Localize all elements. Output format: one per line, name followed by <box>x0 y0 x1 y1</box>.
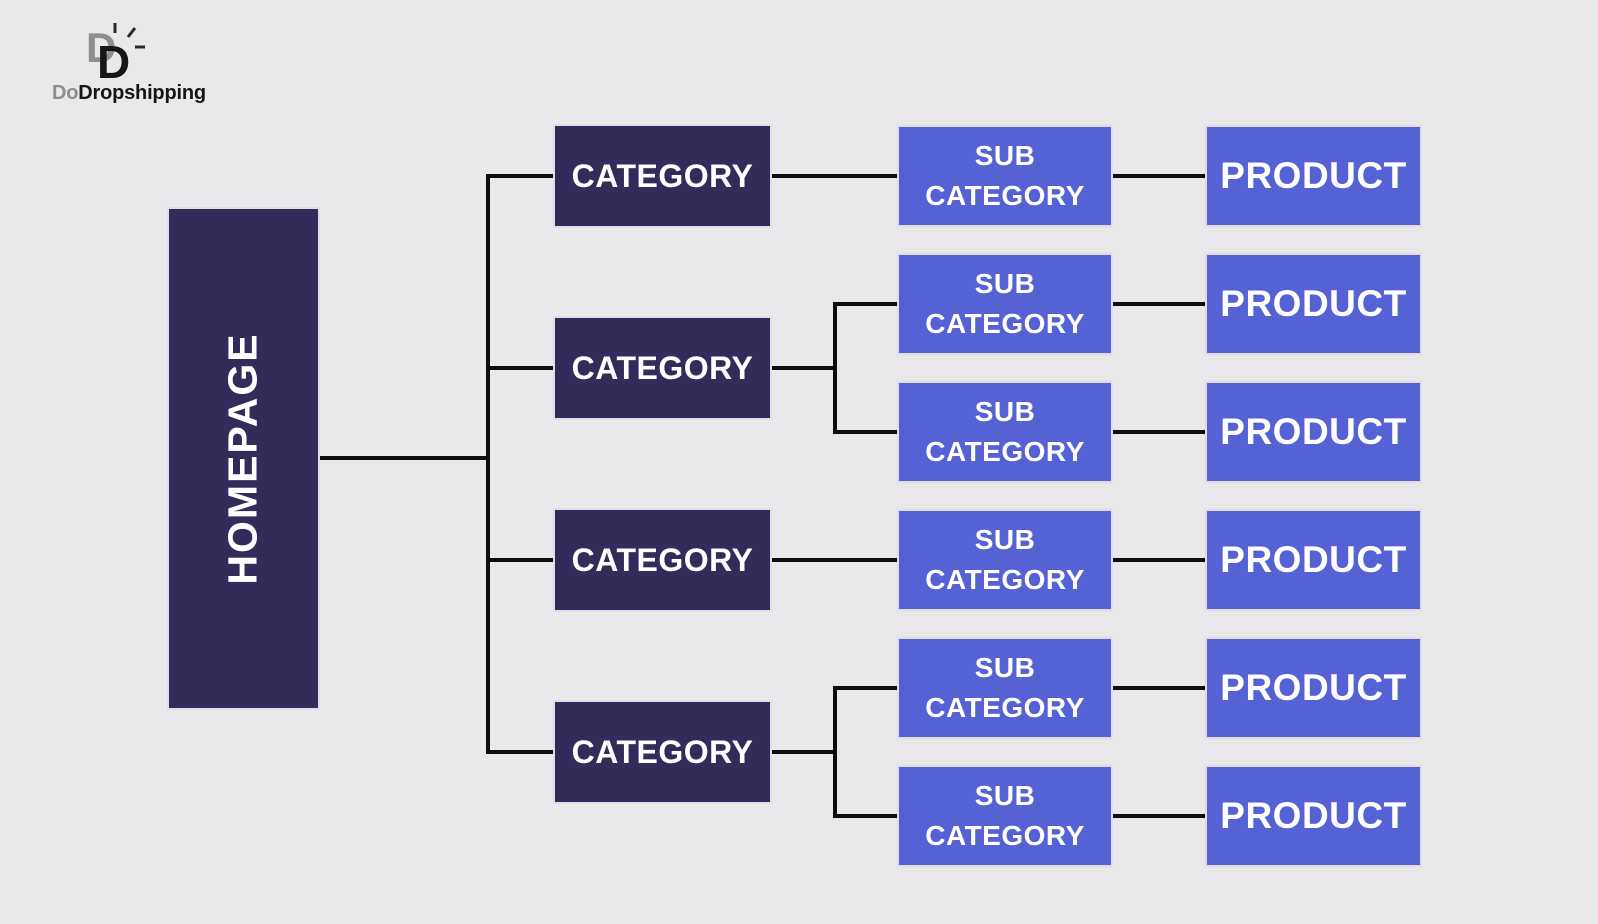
connector-branch-to-subcategory2 <box>833 302 897 306</box>
subcategory-label-line2: CATEGORY <box>925 692 1085 723</box>
product-node-1: PRODUCT <box>1205 125 1422 227</box>
subcategory-node-1: SUB CATEGORY <box>897 125 1113 227</box>
product-label: PRODUCT <box>1220 411 1407 452</box>
category-label: CATEGORY <box>571 349 754 386</box>
connector-category2-branch <box>833 302 837 434</box>
product-node-6: PRODUCT <box>1205 765 1422 867</box>
connector-subcategory6-to-product6 <box>1113 814 1205 818</box>
connector-trunk-to-category2 <box>488 366 553 370</box>
connector-branch-to-subcategory3 <box>833 430 897 434</box>
category-label: CATEGORY <box>571 541 754 578</box>
connector-subcategory5-to-product5 <box>1113 686 1205 690</box>
subcategory-label-line1: SUB <box>974 268 1036 299</box>
category-label: CATEGORY <box>571 157 754 194</box>
subcategory-label-line2: CATEGORY <box>925 180 1085 211</box>
product-node-5: PRODUCT <box>1205 637 1422 739</box>
subcategory-label-line2: CATEGORY <box>925 564 1085 595</box>
connector-category4-stub <box>772 750 837 754</box>
connector-subcategory4-to-product4 <box>1113 558 1205 562</box>
product-node-3: PRODUCT <box>1205 381 1422 483</box>
homepage-node: HOMEPAGE <box>167 207 320 710</box>
connector-trunk-to-category1 <box>488 174 553 178</box>
category-node-2: CATEGORY <box>553 316 772 420</box>
connector-branch-to-subcategory5 <box>833 686 897 690</box>
category-label: CATEGORY <box>571 733 754 770</box>
subcategory-label-line1: SUB <box>974 140 1036 171</box>
category-node-3: CATEGORY <box>553 508 772 612</box>
connector-trunk-to-category4 <box>488 750 553 754</box>
homepage-label: HOMEPAGE <box>220 332 266 585</box>
connector-category2-stub <box>772 366 837 370</box>
svg-text:D: D <box>97 36 130 84</box>
product-label: PRODUCT <box>1220 283 1407 324</box>
connector-category4-branch <box>833 686 837 818</box>
subcategory-label-line1: SUB <box>974 652 1036 683</box>
dodropshipping-logo-text: DoDropshipping <box>52 82 212 105</box>
subcategory-label-line2: CATEGORY <box>925 308 1085 339</box>
subcategory-label-line2: CATEGORY <box>925 436 1085 467</box>
connector-homepage-to-trunk <box>320 456 488 460</box>
logo-brand-prefix: Do <box>52 82 79 104</box>
subcategory-node-6: SUB CATEGORY <box>897 765 1113 867</box>
product-label: PRODUCT <box>1220 539 1407 580</box>
svg-text:D: D <box>86 24 116 71</box>
logo-brand-name: Dropshipping <box>78 82 206 104</box>
dodropshipping-logo: D D DoDropshipping <box>52 22 212 105</box>
product-node-4: PRODUCT <box>1205 509 1422 611</box>
category-node-4: CATEGORY <box>553 700 772 804</box>
connector-category-trunk <box>486 174 490 754</box>
connector-subcategory2-to-product2 <box>1113 302 1205 306</box>
subcategory-node-2: SUB CATEGORY <box>897 253 1113 355</box>
subcategory-label-line2: CATEGORY <box>925 820 1085 851</box>
connector-subcategory3-to-product3 <box>1113 430 1205 434</box>
connector-branch-to-subcategory6 <box>833 814 897 818</box>
dodropshipping-logo-icon: D D <box>86 23 145 84</box>
subcategory-node-3: SUB CATEGORY <box>897 381 1113 483</box>
connector-category1-to-subcategory1 <box>772 174 897 178</box>
connector-trunk-to-category3 <box>488 558 553 562</box>
connector-subcategory1-to-product1 <box>1113 174 1205 178</box>
subcategory-label-line1: SUB <box>974 524 1036 555</box>
subcategory-label-line1: SUB <box>974 780 1036 811</box>
subcategory-node-4: SUB CATEGORY <box>897 509 1113 611</box>
product-node-2: PRODUCT <box>1205 253 1422 355</box>
product-label: PRODUCT <box>1220 155 1407 196</box>
product-label: PRODUCT <box>1220 795 1407 836</box>
category-node-1: CATEGORY <box>553 124 772 228</box>
subcategory-node-5: SUB CATEGORY <box>897 637 1113 739</box>
connector-category3-to-subcategory4 <box>772 558 897 562</box>
product-label: PRODUCT <box>1220 667 1407 708</box>
subcategory-label-line1: SUB <box>974 396 1036 427</box>
